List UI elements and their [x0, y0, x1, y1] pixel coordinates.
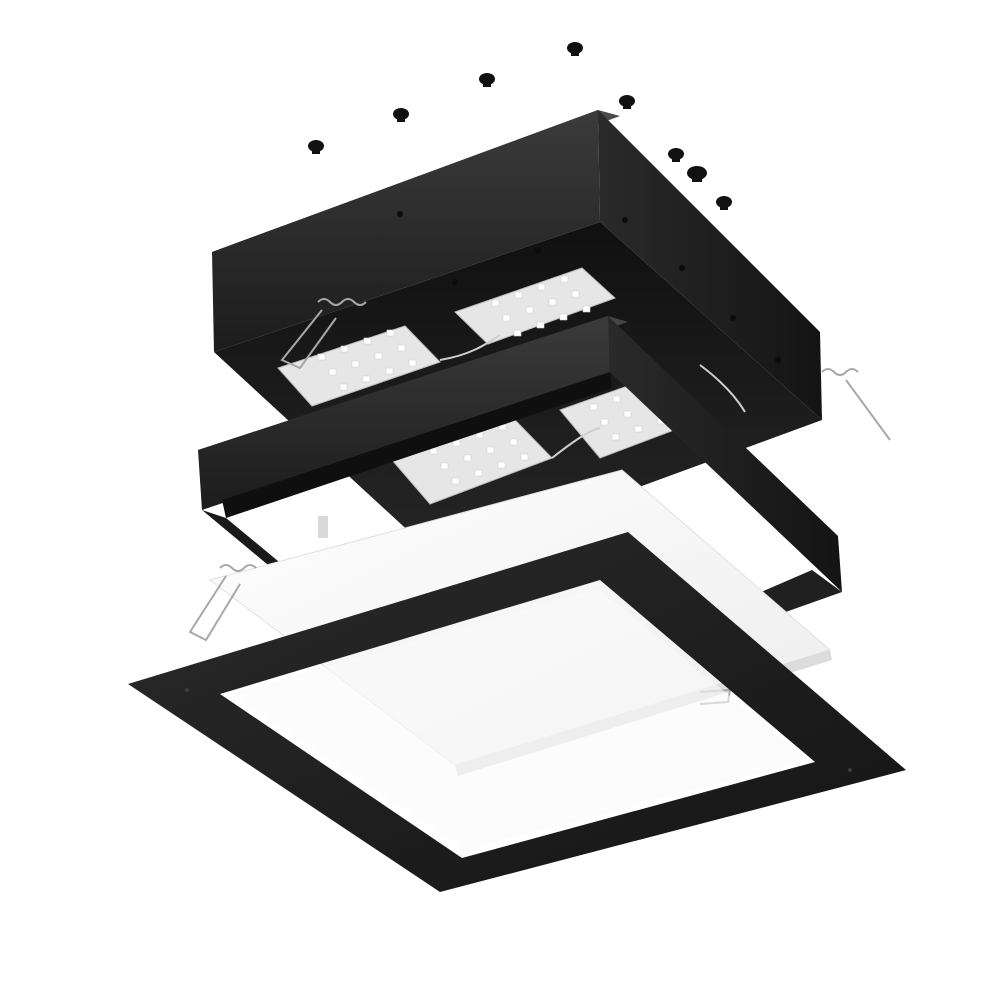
led-board-2	[277, 325, 441, 407]
trim-ring-face	[128, 532, 906, 892]
spring-right	[821, 368, 891, 441]
trim-opening-glow	[232, 588, 808, 850]
screw-1	[567, 42, 583, 56]
led-boards	[277, 267, 746, 505]
screw-3	[393, 108, 409, 122]
screw-5	[619, 95, 635, 109]
housing-holes	[397, 211, 781, 363]
frame-tab	[318, 516, 328, 538]
screw-4	[308, 140, 324, 154]
housing-front-face	[212, 110, 600, 352]
trim-holes	[185, 688, 852, 772]
frame-front-face	[198, 316, 610, 510]
housing-box	[212, 110, 822, 560]
frame-right-face	[608, 316, 842, 592]
led-wires	[439, 334, 746, 459]
frame-inner-wall	[222, 372, 612, 518]
screw-2	[479, 73, 495, 87]
screw-7	[687, 166, 707, 182]
spring-top-left	[280, 298, 367, 370]
screw-6	[668, 148, 684, 162]
screw-8	[716, 196, 732, 210]
screws	[308, 42, 732, 210]
trim-ring	[128, 532, 906, 892]
spring-left	[188, 564, 257, 642]
housing-right-face	[598, 110, 822, 420]
led-board-1	[454, 267, 616, 345]
